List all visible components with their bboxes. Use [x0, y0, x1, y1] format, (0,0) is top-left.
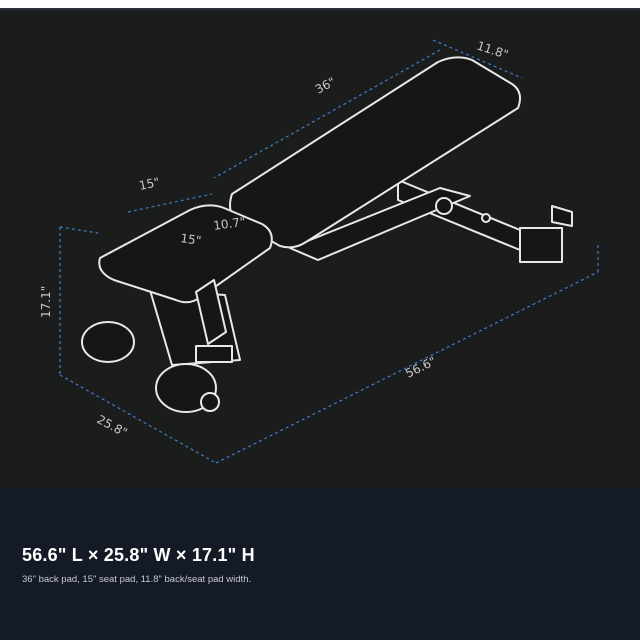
dim-line-back-length [213, 49, 441, 179]
rear-handle [551, 205, 573, 227]
seat-bracket [195, 279, 227, 345]
dimension-lines [59, 39, 599, 464]
dim-label-overall-length: 56.6" [403, 354, 438, 381]
dim-line-height-top [59, 226, 99, 234]
dim-label-height: 17.1" [39, 286, 53, 318]
dim-label-overall-width: 25.8" [95, 412, 130, 440]
caption-title: 56.6" L × 25.8" W × 17.1" H [22, 545, 255, 565]
top-margin [0, 0, 640, 8]
front-foot-block [195, 345, 233, 363]
bench-outline [81, 56, 573, 413]
dim-label-seat-width: 10.7" [212, 215, 246, 233]
frame-bolt [481, 213, 491, 223]
bench-diagram: 11.8" 36" 15" 10.7" 15" 17.1" 56.6" 25.8… [39, 39, 599, 464]
roller-end-cap [200, 392, 220, 412]
roller-left [81, 321, 135, 363]
dim-label-back-length: 36" [313, 75, 338, 97]
caption-description: 36" back pad, 15" seat pad, 11.8" back/s… [22, 574, 252, 585]
dim-line-overall-length [215, 271, 599, 464]
adjust-pin [435, 197, 453, 215]
ladder-adjuster [289, 187, 471, 261]
rear-foot [519, 227, 563, 263]
dim-label-seat-length: 15" [138, 175, 161, 193]
dim-line-back-width [432, 39, 523, 79]
dim-line-seat-length [127, 193, 213, 213]
dim-label-seat-length-inner: 15" [180, 231, 203, 248]
seat-pad [98, 204, 273, 304]
bench-diagram-panel: 11.8" 36" 15" 10.7" 15" 17.1" 56.6" 25.8… [0, 10, 640, 488]
dim-label-back-width: 11.8" [475, 39, 510, 62]
top-divider [0, 8, 640, 10]
caption-panel: 56.6" L × 25.8" W × 17.1" H 36" back pad… [0, 488, 640, 640]
